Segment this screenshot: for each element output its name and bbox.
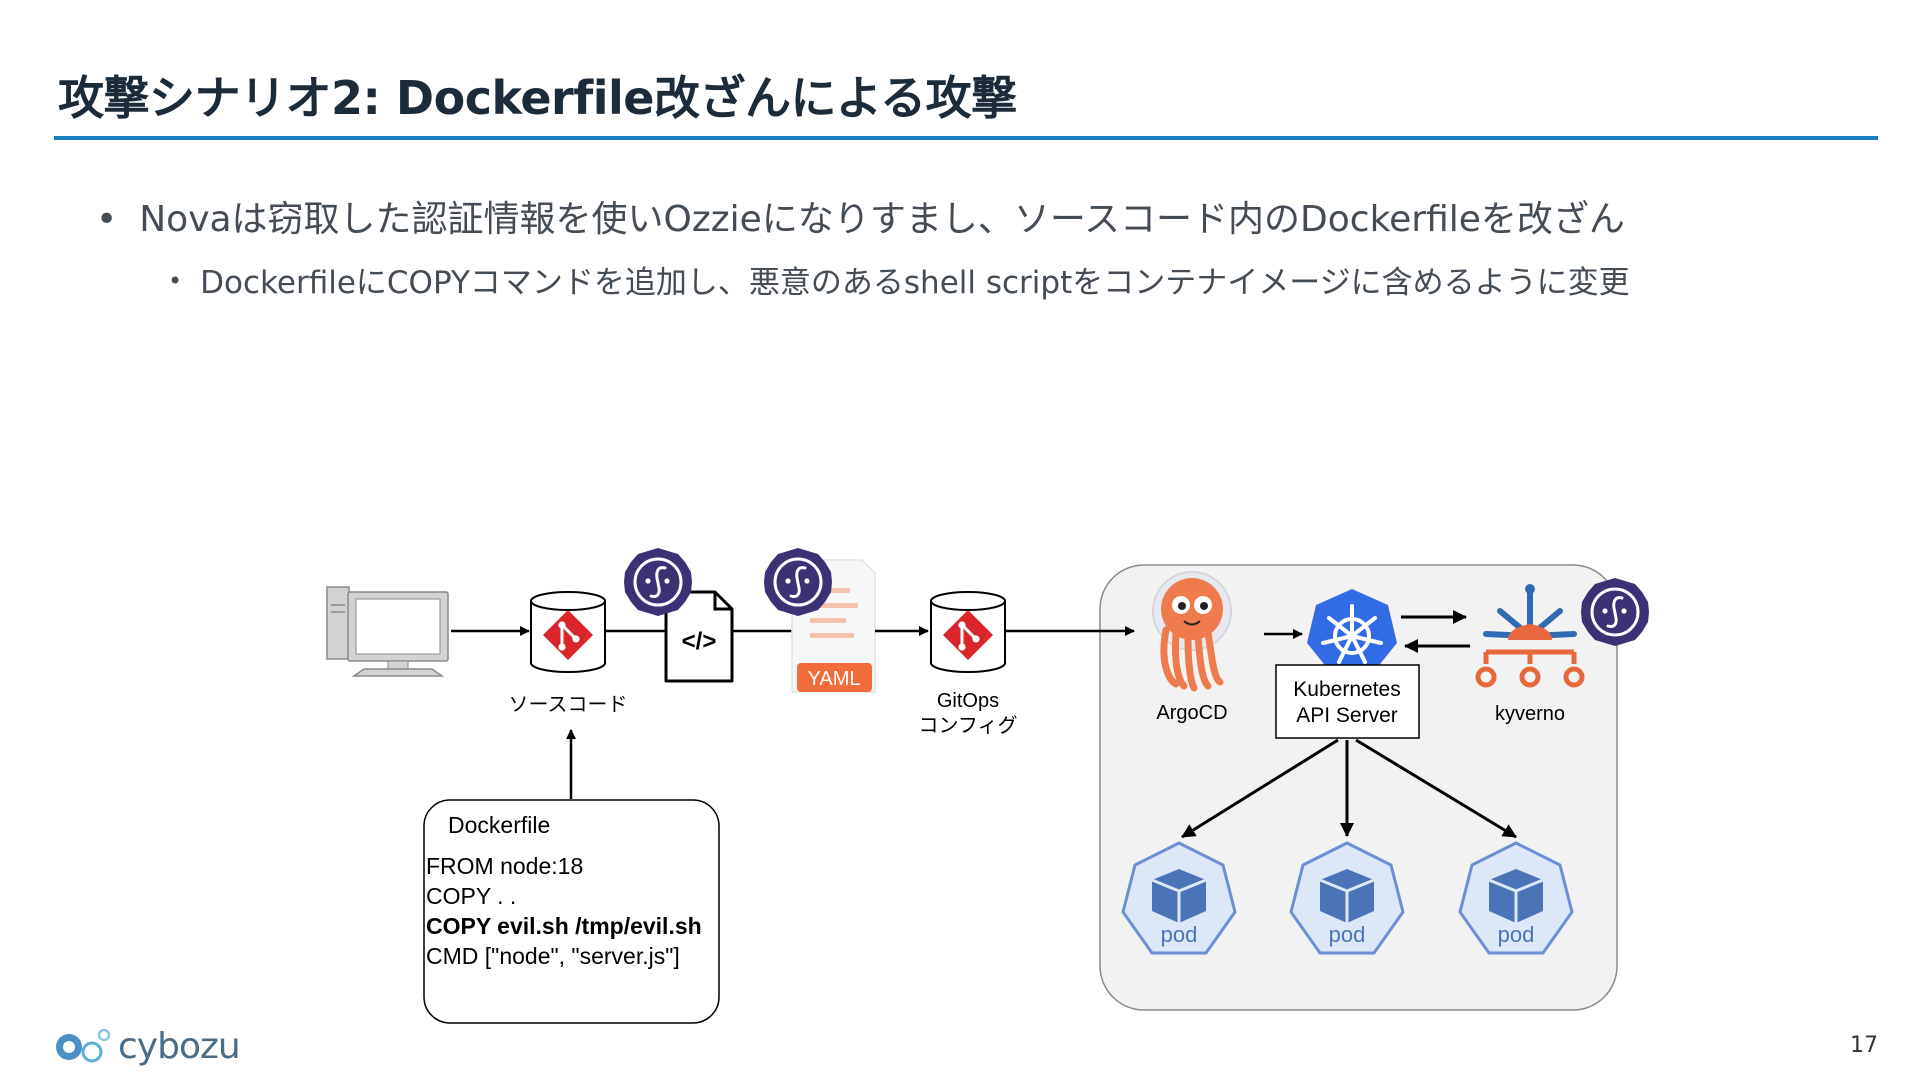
dockerfile-box-title: Dockerfile bbox=[448, 812, 550, 838]
dockerfile-box bbox=[423, 799, 720, 1024]
pod-label: pod bbox=[1161, 922, 1198, 947]
dockerfile-line-1: FROM node:18 bbox=[426, 853, 583, 879]
arrow-api-to-pod-1 bbox=[1181, 738, 1339, 839]
page-number: 17 bbox=[1850, 1033, 1878, 1058]
source-code-label: ソースコード bbox=[509, 694, 628, 716]
kyverno-label: kyverno bbox=[1495, 703, 1565, 725]
bullet-symbol: • bbox=[168, 267, 183, 295]
bullet-symbol: • bbox=[96, 199, 118, 240]
kubernetes-icon bbox=[1307, 589, 1397, 674]
code-file-icon: </> bbox=[664, 590, 734, 683]
dockerfile-line-3: COPY evil.sh /tmp/evil.sh bbox=[426, 913, 702, 939]
api-server-box bbox=[1275, 664, 1420, 739]
dockerfile-line-4: CMD ["node", "server.js"] bbox=[426, 943, 680, 969]
source-code-repo-icon bbox=[529, 590, 607, 674]
developer-computer-icon bbox=[326, 586, 449, 677]
pod-label: pod bbox=[1498, 922, 1535, 947]
argocd-label: ArgoCD bbox=[1156, 702, 1227, 724]
bullet-2-text: DockerfileにCOPYコマンドを追加し、悪意のあるshell scrip… bbox=[200, 265, 1630, 301]
gitops-config-repo-icon bbox=[929, 590, 1007, 674]
dockerfile-line-2: COPY . . bbox=[426, 883, 516, 909]
code-symbol: </> bbox=[682, 628, 717, 655]
gitops-label-line2: コンフィグ bbox=[919, 714, 1018, 737]
arrow-api-to-pod-3 bbox=[1355, 738, 1517, 839]
bullet-1-text: Novaは窃取した認証情報を使いOzzieになりすまし、ソースコード内のDock… bbox=[139, 199, 1625, 240]
pod-label: pod bbox=[1329, 922, 1366, 947]
cybozu-logo-text: cybozu bbox=[118, 1025, 241, 1067]
bullet-level-2: • DockerfileにCOPYコマンドを追加し、悪意のあるshell scri… bbox=[168, 257, 1630, 302]
cybozu-logo-icon bbox=[56, 1028, 111, 1063]
api-server-label-line2: API Server bbox=[1296, 704, 1398, 727]
cybozu-logo: cybozu bbox=[54, 1025, 241, 1067]
title-underline bbox=[54, 136, 1878, 140]
gitops-label-line1: GitOps bbox=[937, 690, 999, 712]
api-server-label-line1: Kubernetes bbox=[1293, 678, 1400, 701]
bullet-level-1: • Novaは窃取した認証情報を使いOzzieになりすまし、ソースコード内のDoc… bbox=[96, 190, 1625, 242]
kyverno-icon bbox=[1475, 584, 1585, 688]
argocd-icon bbox=[1152, 571, 1232, 692]
page-title: 攻撃シナリオ2: Dockerfile改ざんによる攻撃 bbox=[58, 71, 1017, 125]
yaml-badge: YAML bbox=[808, 668, 861, 690]
